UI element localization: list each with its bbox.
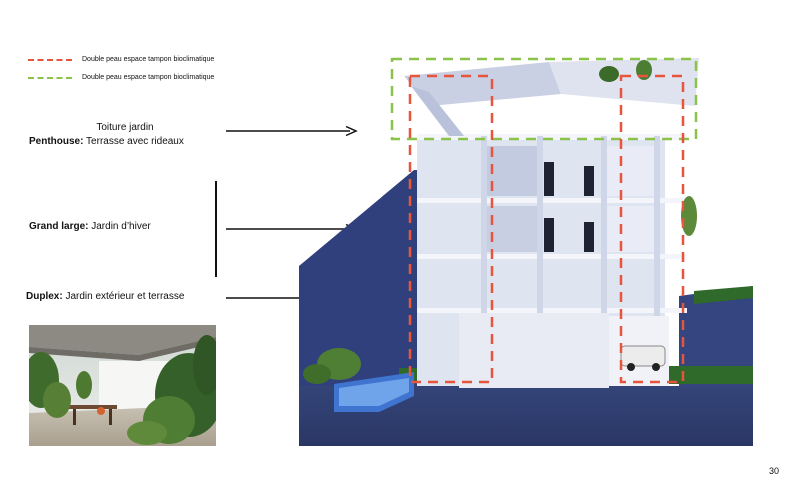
winter-garden-photo [29, 325, 216, 446]
duplex-title: Duplex: [26, 291, 63, 302]
roof-garden-label: Toiture jardin [30, 121, 220, 134]
grand-large-label: Grand large: Jardin d’hiver [29, 220, 151, 233]
roof-garden-text: Toiture jardin [96, 122, 154, 133]
legend-green-dash-swatch [28, 77, 72, 79]
legend-item-red: Double peau espace tampon bioclimatique [28, 54, 328, 66]
penthouse-title: Penthouse: [29, 136, 84, 147]
legend-label: Double peau espace tampon bioclimatique [82, 74, 215, 81]
page-number: 30 [768, 466, 779, 476]
grand-large-text: Jardin d’hiver [88, 221, 151, 232]
building-section-render [299, 57, 753, 446]
duplex-text: Jardin extérieur et terrasse [62, 291, 185, 302]
legend-red-dash-swatch [28, 59, 72, 61]
legend-label: Double peau espace tampon bioclimatique [82, 56, 215, 63]
penthouse-label: Penthouse: Terrasse avec rideaux [29, 135, 184, 148]
penthouse-text: Terrasse avec rideaux [83, 136, 184, 147]
duplex-label: Duplex: Jardin extérieur et terrasse [26, 290, 184, 303]
penthouse-arrow-icon [226, 125, 358, 137]
grand-large-bracket-line [215, 181, 217, 277]
grand-large-title: Grand large: [29, 221, 89, 232]
legend-item-green: Double peau espace tampon bioclimatique [28, 72, 328, 84]
